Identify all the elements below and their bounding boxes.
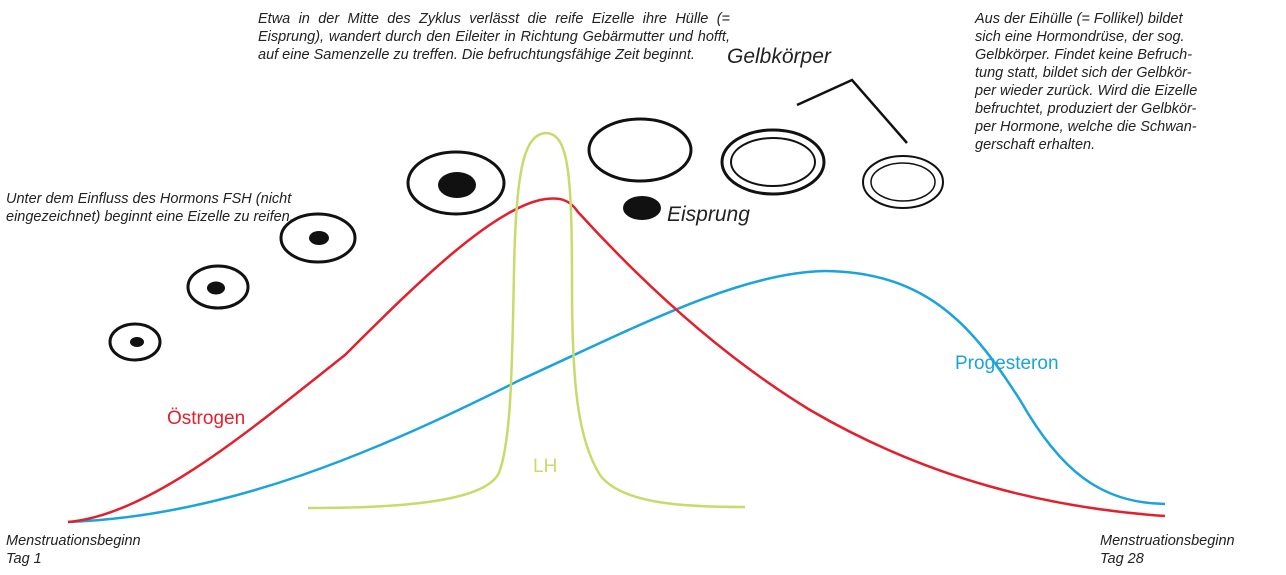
- lh-curve: [307, 131, 746, 510]
- note-line: sich eine Hormondrüse, der sog.: [975, 29, 1185, 45]
- cycle-end-line1: Menstruationsbeginn: [1100, 533, 1235, 549]
- oestrogen-label: Östrogen: [167, 408, 246, 429]
- released-egg: [623, 196, 661, 220]
- cycle-end-line2: Tag 28: [1100, 551, 1144, 567]
- lh-label: LH: [533, 456, 558, 477]
- note-line: per wieder zurück. Wird die Eizelle: [975, 83, 1198, 99]
- note-line: Gelbkörper. Findet keine Befruch-: [975, 47, 1193, 63]
- cycle-end-label: Menstruationsbeginn Tag 28: [1100, 532, 1235, 568]
- note-line: befruchtet, produziert der Gelbkör-: [975, 101, 1197, 117]
- gelbkoerper-label: Gelbkörper: [727, 45, 831, 68]
- follicle-stage-3: [279, 212, 357, 264]
- cycle-start-label: Menstruationsbeginn Tag 1: [6, 532, 141, 568]
- ovulation-note: Etwa in der Mitte des Zyklus verlässt di…: [258, 11, 730, 63]
- empty-follicle: [587, 117, 693, 183]
- cycle-start-line2: Tag 1: [6, 551, 42, 567]
- fsh-note: Unter dem Einfluss des Hormons FSH (nich…: [6, 191, 294, 225]
- note-line: tung statt, bildet sich der Gelbkör-: [975, 65, 1192, 81]
- progesteron-label: Progesteron: [955, 353, 1059, 374]
- progesteron-curve: [67, 269, 1166, 524]
- corpus-luteum-note: Aus der Eihülle (= Follikel) bildet sich…: [975, 10, 1280, 154]
- cycle-start-line1: Menstruationsbeginn: [6, 533, 141, 549]
- gelbkoerper-pointer: [796, 78, 908, 144]
- note-line: Aus der Eihülle (= Follikel) bildet: [975, 11, 1183, 27]
- follicle-stage-2: [186, 264, 250, 310]
- note-line: per Hormone, welche die Schwan-: [975, 119, 1197, 135]
- note-line: gerschaft erhalten.: [975, 137, 1096, 153]
- corpus-luteum-2: [862, 155, 944, 209]
- follicle-stage-1: [108, 322, 162, 362]
- eisprung-label: Eisprung: [667, 203, 750, 226]
- corpus-luteum-1: [720, 128, 826, 196]
- mature-follicle: [406, 150, 506, 216]
